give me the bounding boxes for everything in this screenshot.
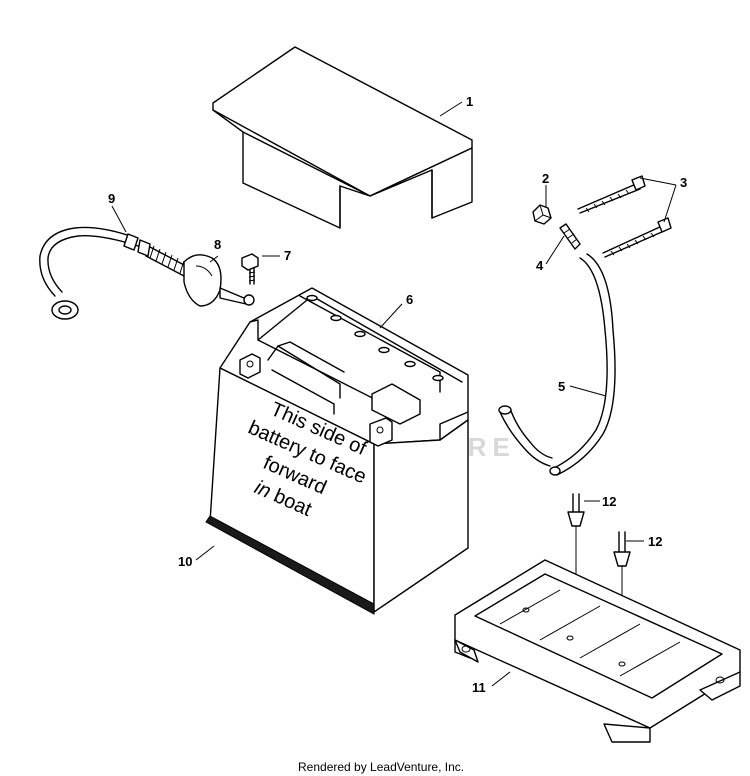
screws [577, 175, 672, 258]
cap-nut [532, 204, 552, 225]
callout-9: 9 [108, 191, 115, 206]
cable [39, 226, 151, 320]
terminal-boot [145, 245, 255, 307]
vent-elbow [498, 405, 553, 467]
battery [209, 287, 469, 613]
battery-pad [205, 515, 375, 615]
callout-1: 1 [466, 94, 473, 109]
callout-10: 10 [178, 554, 192, 569]
callout-12-lower: 12 [648, 534, 662, 549]
battery-cover [212, 46, 473, 229]
callout-labels: 1 2 3 4 5 6 7 8 9 10 11 12 12 [108, 94, 687, 695]
rivets [567, 493, 631, 660]
callout-7: 7 [284, 248, 291, 263]
battery-tray [454, 559, 741, 743]
callout-4: 4 [536, 258, 544, 273]
callout-11: 11 [472, 680, 486, 695]
callout-12-upper: 12 [602, 494, 616, 509]
callout-3: 3 [680, 175, 687, 190]
callout-8: 8 [214, 237, 221, 252]
footer-credit: Rendered by LeadVenture, Inc. [298, 760, 464, 774]
bolt [241, 253, 259, 285]
callout-2: 2 [542, 171, 549, 186]
vent-connector [559, 223, 581, 250]
leader-lines [111, 101, 677, 687]
vent-tube [549, 253, 616, 476]
callout-5: 5 [558, 379, 565, 394]
callout-6: 6 [406, 292, 413, 307]
